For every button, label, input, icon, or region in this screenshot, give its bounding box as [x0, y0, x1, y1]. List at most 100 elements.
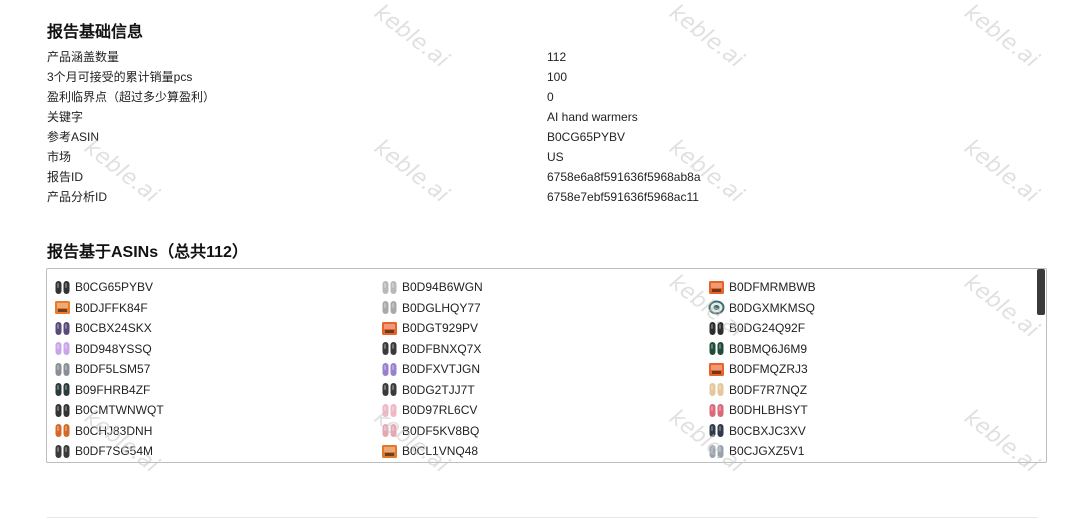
box-orange-product-icon [708, 362, 725, 377]
asin-code: B0CJGXZ5V1 [729, 444, 805, 459]
info-label: 参考ASIN [47, 130, 100, 144]
pair-dark-product-icon [54, 403, 71, 418]
asin-code: B0DGLHQY77 [402, 300, 481, 315]
pair-green-product-icon [708, 341, 725, 356]
asin-code: B0DJFFK84F [75, 300, 148, 315]
asin-code: B0CG65PYBV [75, 280, 154, 295]
asin-item[interactable]: B0CJGXZ5V1 [708, 441, 1035, 462]
info-row: 产品涵盖数量 112 [47, 47, 947, 67]
box-orange-product-icon [54, 300, 71, 315]
pair-purple-product-icon [54, 321, 71, 336]
asin-item[interactable]: B0CHJ83DNH [54, 421, 381, 442]
info-value: 0 [547, 90, 554, 104]
asin-item[interactable]: B0DFMRMBWB [708, 277, 1035, 298]
asin-item[interactable]: B0DF5KV8BQ [381, 421, 708, 442]
asin-code: B0DGT929PV [402, 321, 479, 336]
asin-item[interactable]: B0DGLHQY77 [381, 298, 708, 319]
asin-code: B0DFMRMBWB [729, 280, 816, 295]
info-row: 市场 US [47, 147, 947, 167]
asin-item[interactable]: B0D94B6WGN [381, 277, 708, 298]
asin-item[interactable]: B0CL1VNQ48 [381, 441, 708, 462]
asin-item[interactable]: B0CBXJC3XV [708, 421, 1035, 442]
info-row: 3个月可接受的累计销量pcs 100 [47, 67, 947, 87]
report-info-title: 报告基础信息 [47, 24, 144, 41]
asin-item[interactable]: B0BMQ6J6M9 [708, 339, 1035, 360]
pair-purple-product-icon [381, 362, 398, 377]
pair-silver-product-icon [708, 444, 725, 459]
asin-code: B0DHLBHSYT [729, 403, 808, 418]
pair-lilac-product-icon [54, 341, 71, 356]
asin-item[interactable]: B0DGXMKMSQ [708, 298, 1035, 319]
asin-item[interactable]: B0DJFFK84F [54, 298, 381, 319]
asin-code: B0DFXVTJGN [402, 362, 481, 377]
asin-item[interactable]: B0DGT929PV [381, 318, 708, 339]
pair-dark-product-icon [54, 444, 71, 459]
pair-dark-product-icon [54, 382, 71, 397]
pair-dark-product-icon [381, 341, 398, 356]
asin-list-scrollbar[interactable] [1034, 269, 1046, 462]
asin-code: B0DF5KV8BQ [402, 423, 480, 438]
asin-code: B0DG24Q92F [729, 321, 806, 336]
asin-item[interactable]: B0D97RL6CV [381, 400, 708, 421]
info-label: 3个月可接受的累计销量pcs [47, 70, 193, 84]
pair-orange-product-icon [54, 423, 71, 438]
pair-cream-product-icon [708, 382, 725, 397]
asin-code: B0D948YSSQ [75, 341, 152, 356]
asin-item[interactable]: B0DF7SG54M [54, 441, 381, 462]
asin-code: B0DG2TJJ7T [402, 382, 475, 397]
pair-silver-product-icon [381, 300, 398, 315]
info-value: 6758e6a8f591636f5968ab8a [547, 170, 701, 184]
box-orange-product-icon [708, 280, 725, 295]
asin-item[interactable]: B0DFMQZRJ3 [708, 359, 1035, 380]
asin-code: B0DF5LSM57 [75, 362, 151, 377]
info-value: 6758e7ebf591636f5968ac11 [547, 190, 699, 204]
asin-code: B0BMQ6J6M9 [729, 341, 808, 356]
pair-dark-product-icon [54, 280, 71, 295]
info-row: 盈利临界点（超过多少算盈利） 0 [47, 87, 947, 107]
asin-code: B0DFMQZRJ3 [729, 362, 808, 377]
asin-item[interactable]: B0DG2TJJ7T [381, 380, 708, 401]
asin-list-scrollbar-thumb[interactable] [1037, 269, 1045, 315]
info-label: 产品涵盖数量 [47, 50, 120, 64]
asin-item[interactable]: B0DF5LSM57 [54, 359, 381, 380]
box-orange-product-icon [381, 444, 398, 459]
box-orange-product-icon [381, 321, 398, 336]
info-label: 市场 [47, 150, 72, 164]
asin-item[interactable]: B0D948YSSQ [54, 339, 381, 360]
asin-code: B0DF7SG54M [75, 444, 154, 459]
asin-code: B09FHRB4ZF [75, 382, 151, 397]
asin-grid: B0CG65PYBV B0D94B6WGN B0DFMRMBWB B0DJFFK84F… [54, 277, 1035, 462]
info-value: US [547, 150, 564, 164]
asin-code: B0DFBNXQ7X [402, 341, 482, 356]
pair-silver-product-icon [54, 362, 71, 377]
asin-item[interactable]: B0CBX24SKX [54, 318, 381, 339]
info-value: AI hand warmers [547, 110, 638, 124]
asin-item[interactable]: B0CG65PYBV [54, 277, 381, 298]
asin-code: B0DF7R7NQZ [729, 382, 808, 397]
info-value: 100 [547, 70, 568, 84]
bottom-divider [47, 517, 1037, 518]
asin-section-title: 报告基于ASINs（总共112） [47, 244, 248, 261]
asin-item[interactable]: B0CMTWNWQT [54, 400, 381, 421]
asin-code: B0CHJ83DNH [75, 423, 153, 438]
asin-item[interactable]: B0DG24Q92F [708, 318, 1035, 339]
asin-code: B0CMTWNWQT [75, 403, 164, 418]
asin-item[interactable]: B0DHLBHSYT [708, 400, 1035, 421]
asin-code: B0D97RL6CV [402, 403, 478, 418]
asin-item[interactable]: B0DFBNXQ7X [381, 339, 708, 360]
pair-pink-product-icon [708, 403, 725, 418]
watermark-text: keble.ai [959, 0, 1044, 73]
asin-code: B0DGXMKMSQ [729, 300, 816, 315]
asin-item[interactable]: B0DFXVTJGN [381, 359, 708, 380]
asin-item[interactable]: B0DF7R7NQZ [708, 380, 1035, 401]
info-value: 112 [547, 50, 567, 64]
asin-list-panel[interactable]: B0CG65PYBV B0D94B6WGN B0DFMRMBWB B0DJFFK84F… [46, 268, 1047, 463]
report-info-table: 产品涵盖数量 112 3个月可接受的累计销量pcs 100 盈利临界点（超过多少算盈利）… [47, 47, 947, 207]
pair-dark-product-icon [381, 382, 398, 397]
info-label: 盈利临界点（超过多少算盈利） [47, 90, 216, 104]
asin-item[interactable]: B09FHRB4ZF [54, 380, 381, 401]
